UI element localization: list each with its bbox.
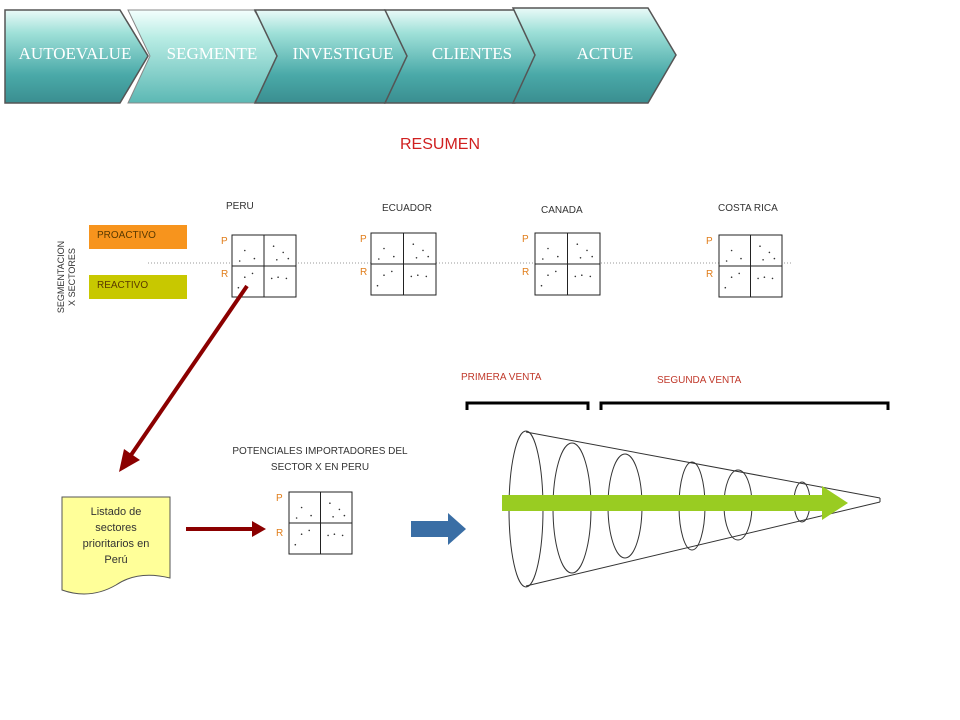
list-note-line1: Listado de (90, 506, 142, 518)
importers-line2: SECTOR X EN PERU (270, 462, 370, 473)
primera-venta-bracket (465, 401, 590, 410)
list-note-text: Listado de sectores prioritarios en Perú (62, 504, 170, 568)
chevron-step-2[interactable] (127, 9, 283, 104)
r-label-importers: R (276, 528, 284, 539)
segunda-venta-bracket (599, 401, 890, 410)
country-label-canada: CANADA (541, 205, 583, 216)
page-title: RESUMEN (400, 136, 481, 153)
segmentation-axis-line1: SEGMENTACION (56, 240, 66, 314)
chevron-nav (4, 7, 677, 104)
blue-block-arrow (411, 513, 466, 545)
list-note-line3: prioritarios en (82, 538, 150, 550)
dark-red-diagonal-arrow (119, 284, 249, 472)
r-label-costa-rica: R (706, 269, 714, 280)
segunda-venta-label: SEGUNDA VENTA (657, 375, 742, 386)
list-note-line2: sectores (95, 522, 137, 534)
chevron-step-1[interactable] (4, 9, 149, 104)
p-label-peru: P (221, 236, 228, 247)
legend-reactivo: REACTIVO (89, 275, 187, 299)
segmentation-axis-line2: X SECTORES (67, 248, 77, 306)
matrix-costa-rica (718, 234, 783, 298)
chevron-step-5[interactable] (511, 7, 677, 104)
importers-label: POTENCIALES IMPORTADORES DEL SECTOR X EN… (225, 444, 415, 476)
r-label-ecuador: R (360, 267, 368, 278)
segmentation-axis-label: SEGMENTACION X SECTORES (56, 232, 78, 322)
p-label-importers: P (276, 493, 283, 504)
matrix-canada (534, 232, 601, 296)
country-label-costa-rica: COSTA RICA (718, 203, 778, 214)
list-document-shape (61, 496, 171, 595)
nav-step-investigue[interactable]: INVESTIGUE (292, 44, 394, 63)
dark-red-horizontal-arrow (186, 521, 266, 537)
country-label-ecuador: ECUADOR (382, 203, 433, 214)
list-note-line4: Perú (104, 554, 128, 566)
green-arrow (502, 486, 848, 520)
legend-proactivo: PROACTIVO (89, 225, 187, 249)
importers-line1: POTENCIALES IMPORTADORES DEL (232, 446, 408, 457)
p-label-ecuador: P (360, 234, 367, 245)
nav-step-autoevalue[interactable]: AUTOEVALUE (18, 44, 132, 63)
country-matrices (231, 232, 783, 298)
matrix-importers (288, 491, 353, 555)
primera-venta-label: PRIMERA VENTA (461, 372, 542, 383)
r-label-canada: R (522, 267, 530, 278)
r-label-peru: R (221, 269, 229, 280)
nav-step-clientes[interactable]: CLIENTES (431, 44, 513, 63)
p-label-canada: P (522, 234, 529, 245)
country-label-peru: PERU (226, 201, 254, 212)
matrix-ecuador (370, 232, 437, 296)
p-label-costa-rica: P (706, 236, 713, 247)
importers-matrix (288, 491, 353, 555)
nav-step-segmente[interactable]: SEGMENTE (166, 44, 258, 63)
matrix-peru (231, 234, 297, 298)
nav-step-actue[interactable]: ACTUE (576, 44, 634, 63)
